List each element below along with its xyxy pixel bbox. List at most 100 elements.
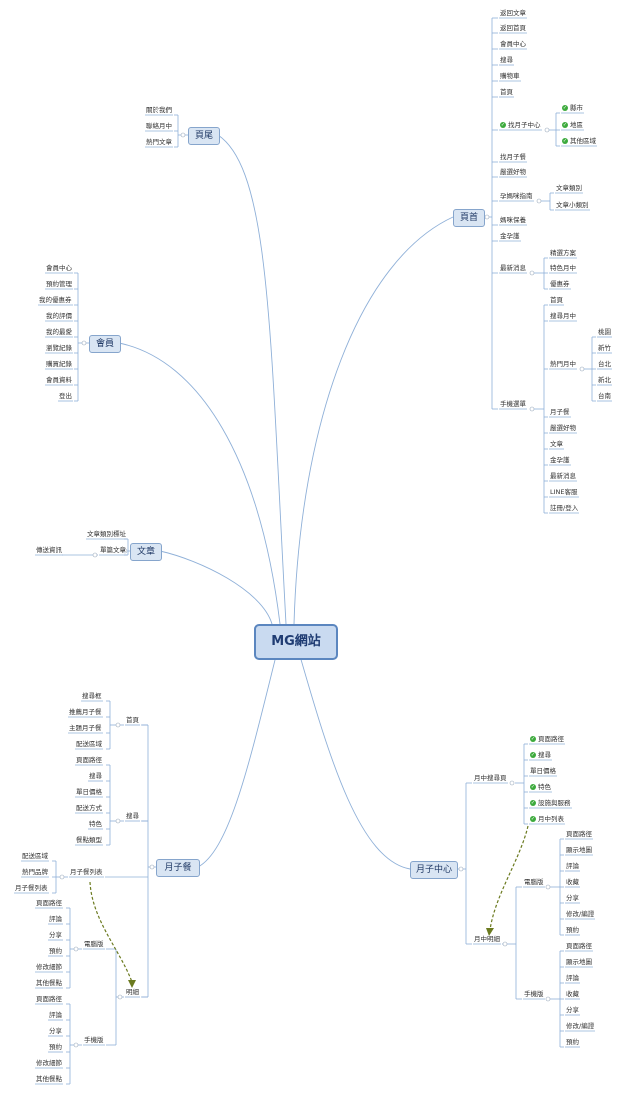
collapse-toggle-icon[interactable]: [92, 552, 98, 558]
wenzhang-item[interactable]: 單篇文章: [100, 546, 126, 554]
yuezican-search-sub[interactable]: 頁面路徑: [76, 756, 102, 764]
yeshou-item[interactable]: 搜尋: [500, 56, 513, 64]
yuezican-list[interactable]: 月子餐列表: [70, 868, 103, 876]
mobile-menu-item[interactable]: 搜尋月中: [550, 312, 576, 320]
yuezican-search-sub[interactable]: 單日價格: [76, 788, 102, 796]
yeshou-item[interactable]: 返回首頁: [500, 24, 526, 32]
yuezican-pc-sub[interactable]: 頁面路徑: [36, 899, 62, 907]
collapse-toggle-icon[interactable]: [149, 864, 155, 870]
yeshou-item[interactable]: 購物車: [500, 72, 520, 80]
mobile-menu-item[interactable]: 文章: [550, 440, 563, 448]
zhongxin-pc-sub[interactable]: 預約: [566, 926, 579, 934]
yeshou-item[interactable]: 會員中心: [500, 40, 526, 48]
zhongxin-search-sub[interactable]: ✓月中列表: [530, 815, 564, 823]
yuezican-list-sub[interactable]: 配送區域: [22, 852, 48, 860]
huiyuan-item[interactable]: 我的評價: [46, 312, 72, 320]
zhongxin-search-sub[interactable]: ✓設施與服務: [530, 799, 571, 807]
mobile-menu-item[interactable]: LINE客服: [550, 488, 578, 496]
wenzhang-item[interactable]: 文章類別標址: [87, 530, 126, 538]
yeshou-mobile-menu[interactable]: 手機選單: [500, 400, 526, 408]
zhongxin-search-sub[interactable]: ✓頁面路徑: [530, 735, 564, 743]
hot-city[interactable]: 台北: [598, 360, 611, 368]
zhongxin-search-sub[interactable]: ✓搜尋: [530, 751, 551, 759]
yuezican-mobile-sub[interactable]: 頁面路徑: [36, 995, 62, 1003]
yeshou-guide-sub[interactable]: 文章類別: [556, 184, 582, 192]
yuezican-detail[interactable]: 明細: [126, 988, 139, 996]
yeshou-find-center[interactable]: ✓找月子中心: [500, 121, 541, 129]
zhongxin-mobile[interactable]: 手機版: [524, 990, 544, 998]
collapse-toggle-icon[interactable]: [536, 198, 542, 204]
yuezican-search-sub[interactable]: 配送方式: [76, 804, 102, 812]
yuezican-home-sub[interactable]: 配送區域: [76, 740, 102, 748]
collapse-toggle-icon[interactable]: [545, 884, 551, 890]
yuezican-search-sub[interactable]: 餐點類型: [76, 836, 102, 844]
yeshou-news-sub[interactable]: 特色月中: [550, 264, 576, 272]
collapse-toggle-icon[interactable]: [544, 127, 550, 133]
hot-city[interactable]: 新北: [598, 376, 611, 384]
zhongxin-pc-sub[interactable]: 評論: [566, 862, 579, 870]
yuezican-list-sub[interactable]: 月子餐列表: [15, 884, 48, 892]
yuezican-home-sub[interactable]: 搜尋框: [82, 692, 102, 700]
collapse-toggle-icon[interactable]: [59, 874, 65, 880]
branch-yuezizhongxin[interactable]: 月子中心: [410, 861, 458, 879]
yewei-item[interactable]: 聯絡月中: [146, 122, 172, 130]
yuezican-home-sub[interactable]: 主題月子餐: [69, 724, 102, 732]
mobile-menu-item[interactable]: 首頁: [550, 296, 563, 304]
collapse-toggle-icon[interactable]: [117, 994, 123, 1000]
huiyuan-item[interactable]: 會員中心: [46, 264, 72, 272]
yuezican-list-sub[interactable]: 熱門品牌: [22, 868, 48, 876]
zhongxin-pc-sub[interactable]: 頁面路徑: [566, 830, 592, 838]
mobile-menu-item[interactable]: 最新消息: [550, 472, 576, 480]
collapse-toggle-icon[interactable]: [529, 406, 535, 412]
yeshou-guide[interactable]: 孕媽咪指南: [500, 192, 533, 200]
mobile-hot-centers[interactable]: 熱門月中: [550, 360, 576, 368]
wenzhang-sub[interactable]: 傳送資訊: [36, 546, 62, 554]
hot-city[interactable]: 新竹: [598, 344, 611, 352]
yeshou-item[interactable]: 媽咪保養: [500, 216, 526, 224]
central-topic[interactable]: MG網站: [254, 624, 338, 660]
mobile-menu-item[interactable]: 嚴選好物: [550, 424, 576, 432]
yuezican-search-sub[interactable]: 特色: [89, 820, 102, 828]
collapse-toggle-icon[interactable]: [81, 340, 87, 346]
yeshou-item[interactable]: 嚴選好物: [500, 168, 526, 176]
yewei-item[interactable]: 關於我們: [146, 106, 172, 114]
yuezican-pc-sub[interactable]: 分享: [49, 931, 62, 939]
zhongxin-pc-sub[interactable]: 修改/編證: [566, 910, 594, 918]
yuezican-search[interactable]: 搜尋: [126, 812, 139, 820]
mobile-menu-item[interactable]: 月子餐: [550, 408, 570, 416]
collapse-toggle-icon[interactable]: [122, 548, 128, 554]
huiyuan-item[interactable]: 登出: [59, 392, 72, 400]
yuezican-search-sub[interactable]: 搜尋: [89, 772, 102, 780]
zhongxin-mobile-sub[interactable]: 分享: [566, 1006, 579, 1014]
branch-yeshou[interactable]: 頁首: [453, 209, 485, 227]
yuezican-pc-sub[interactable]: 預約: [49, 947, 62, 955]
hot-city[interactable]: 桃園: [598, 328, 611, 336]
zhongxin-mobile-sub[interactable]: 修改/編證: [566, 1022, 594, 1030]
collapse-toggle-icon[interactable]: [73, 946, 79, 952]
yeshou-region[interactable]: ✓地區: [562, 121, 583, 129]
collapse-toggle-icon[interactable]: [545, 996, 551, 1002]
huiyuan-item[interactable]: 預約管理: [46, 280, 72, 288]
zhongxin-search-sub[interactable]: 單日價格: [530, 767, 556, 775]
yuezican-mobile[interactable]: 手機版: [84, 1036, 104, 1044]
collapse-toggle-icon[interactable]: [73, 1042, 79, 1048]
branch-yuezican[interactable]: 月子餐: [156, 859, 200, 877]
branch-yewei[interactable]: 頁尾: [188, 127, 220, 145]
collapse-toggle-icon[interactable]: [115, 722, 121, 728]
yuezican-mobile-sub[interactable]: 預約: [49, 1043, 62, 1051]
collapse-toggle-icon[interactable]: [509, 780, 515, 786]
collapse-toggle-icon[interactable]: [579, 366, 585, 372]
zhongxin-mobile-sub[interactable]: 頁面路徑: [566, 942, 592, 950]
yeshou-guide-sub[interactable]: 文章小類別: [556, 201, 589, 209]
collapse-toggle-icon[interactable]: [502, 941, 508, 947]
collapse-toggle-icon[interactable]: [529, 270, 535, 276]
huiyuan-item[interactable]: 會員資料: [46, 376, 72, 384]
mobile-menu-item[interactable]: 註冊/登入: [550, 504, 578, 512]
huiyuan-item[interactable]: 我的最愛: [46, 328, 72, 336]
zhongxin-detail[interactable]: 月中明細: [474, 935, 500, 943]
yuezican-pc-sub[interactable]: 其他餐點: [36, 979, 62, 987]
yuezican-home-sub[interactable]: 推薦月子餐: [69, 708, 102, 716]
zhongxin-mobile-sub[interactable]: 預約: [566, 1038, 579, 1046]
collapse-toggle-icon[interactable]: [458, 866, 464, 872]
huiyuan-item[interactable]: 購買紀錄: [46, 360, 72, 368]
